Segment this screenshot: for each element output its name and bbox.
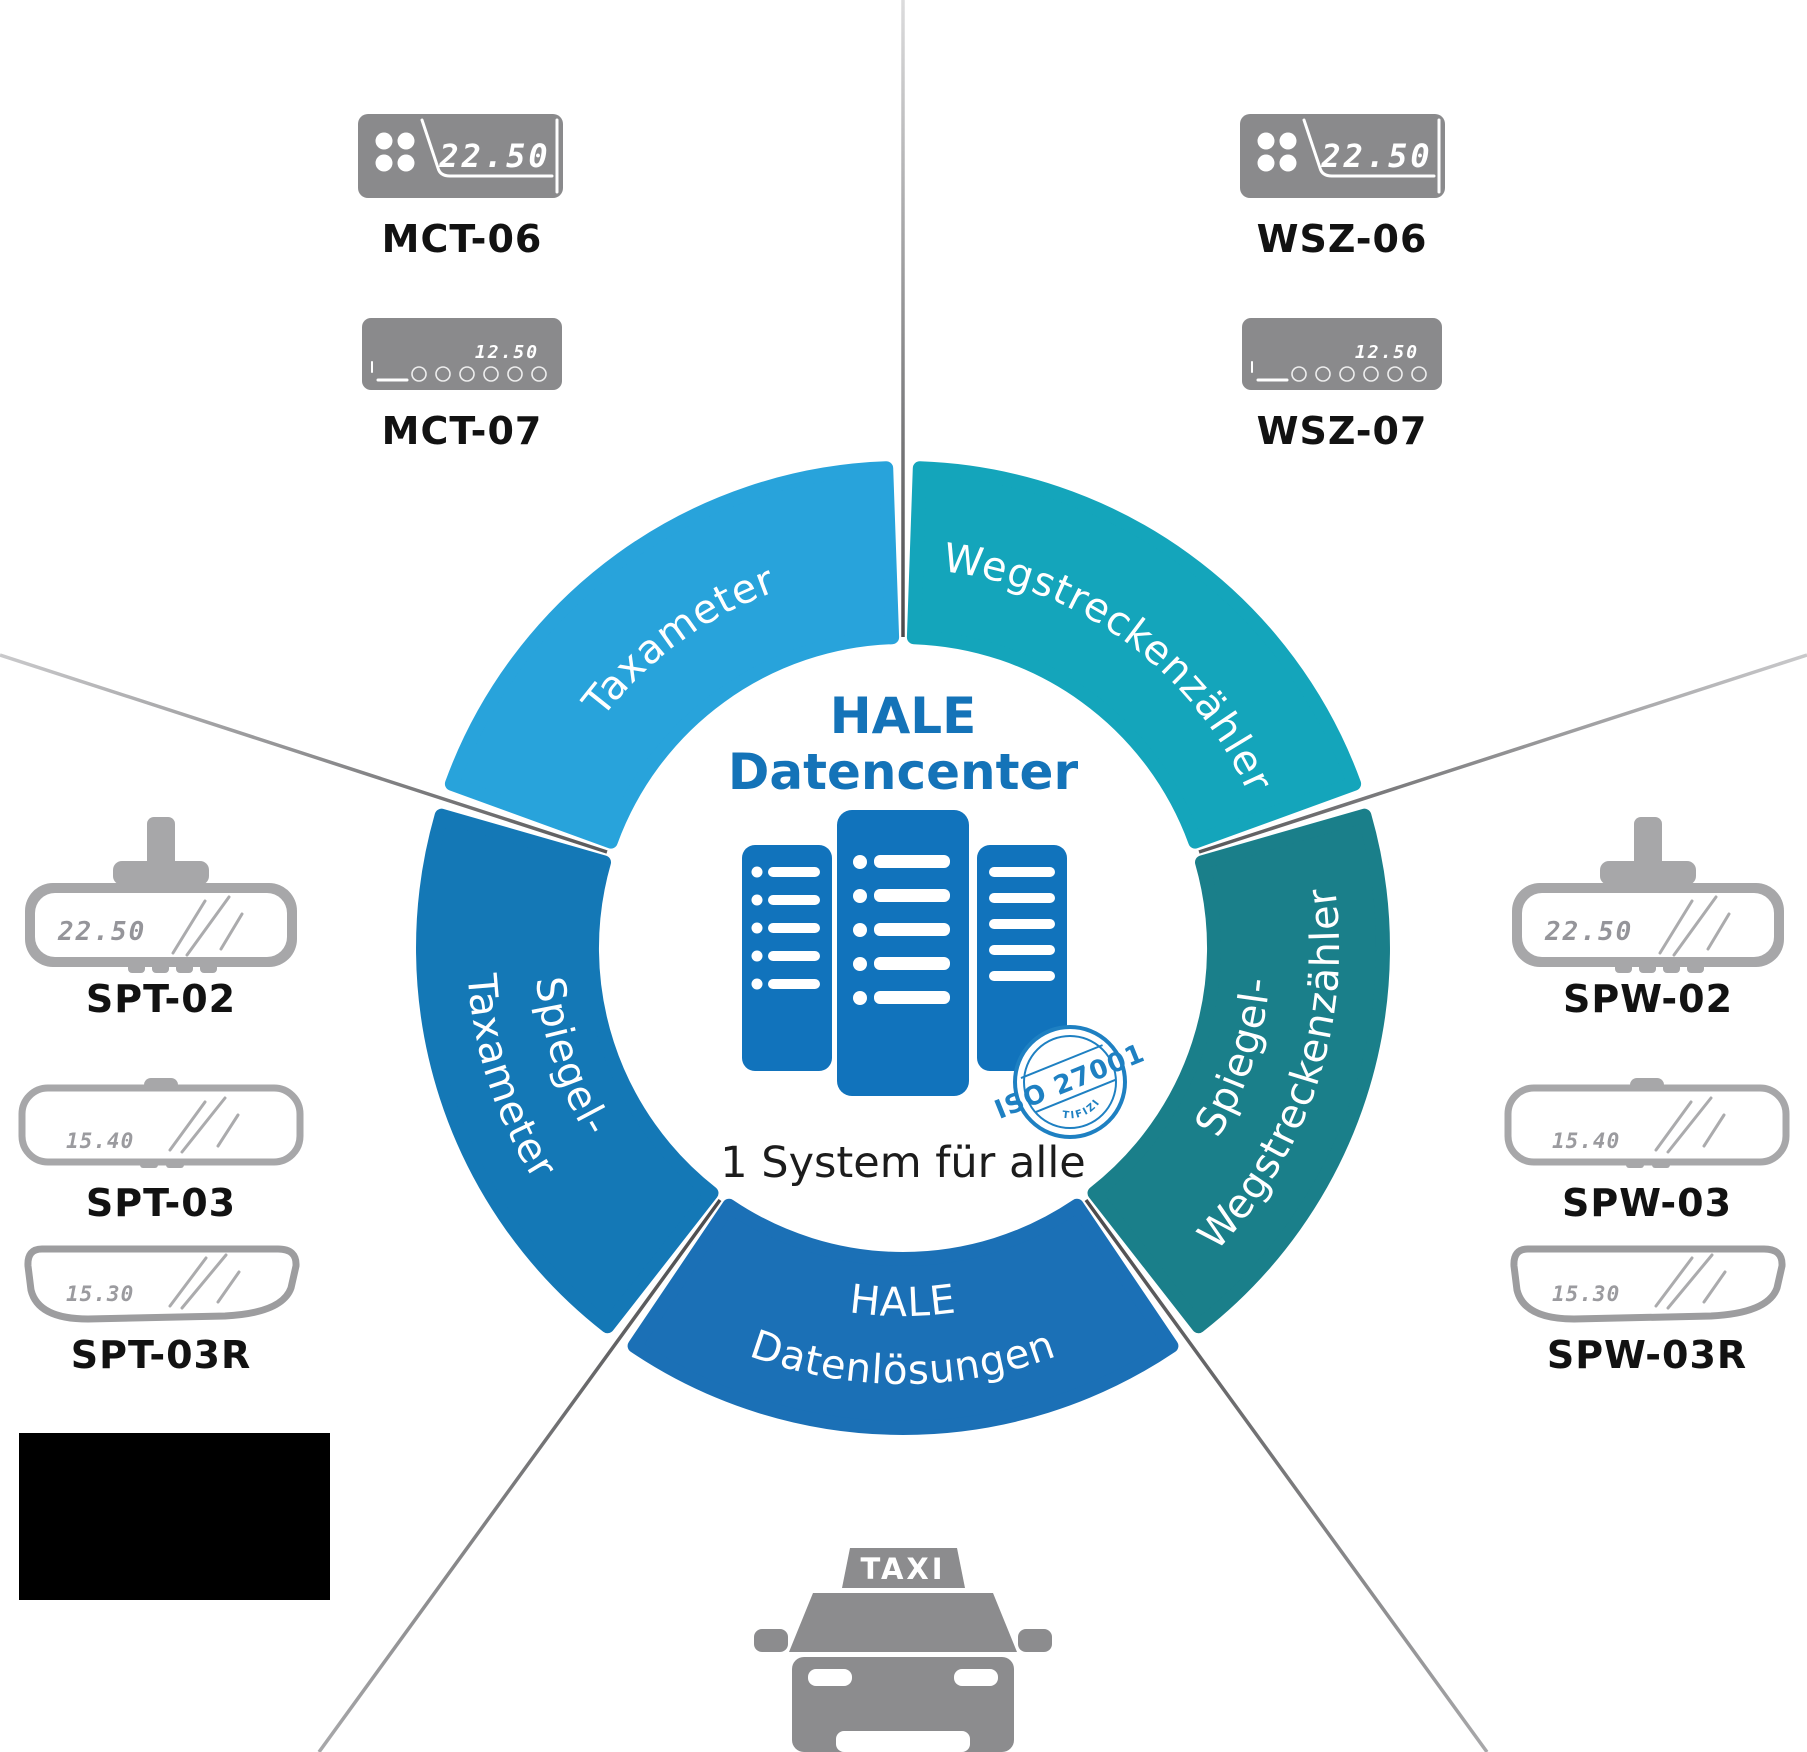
center-subtitle: 1 System für alle (720, 1138, 1085, 1188)
label-spw-03: SPW-03 (1562, 1181, 1732, 1225)
iso-certified-stamp-icon: ISO 27001 ZERTIFIZIERT (991, 1025, 1149, 1139)
label-mct-06: MCT-06 (382, 217, 543, 261)
label-spt-03: SPT-03 (86, 1181, 236, 1225)
label-wsz-07: WSZ-07 (1257, 409, 1428, 453)
server-racks-icon (742, 810, 1067, 1096)
device-spt-03r: 15.30 (28, 1249, 296, 1319)
center-title-line1: HALE (830, 687, 977, 745)
wsz-07-display: 12.50 (1355, 342, 1419, 363)
label-spw-02: SPW-02 (1563, 977, 1733, 1021)
device-spt-03: 15.40 (22, 1078, 300, 1168)
taxi-sign-label: TAXI (860, 1552, 945, 1586)
label-wsz-06: WSZ-06 (1257, 217, 1428, 261)
ring-segment-spiegel-taxameter (416, 808, 719, 1334)
ring-segment-spiegel-wegstreckenzaehler (1087, 808, 1390, 1334)
device-mct-07: 12.50 (360, 316, 564, 392)
ring-segment-taxameter (444, 461, 900, 849)
center-title-line2: Datencenter (728, 743, 1079, 801)
device-spt-02: 22.50 (23, 815, 299, 975)
label-spw-03r: SPW-03R (1547, 1333, 1747, 1377)
connector-line-lower-right (1084, 1198, 1489, 1752)
spw-03-display: 15.40 (1552, 1129, 1620, 1153)
device-spw-03: 15.40 (1508, 1078, 1786, 1168)
label-spt-03r: SPT-03R (71, 1333, 251, 1377)
spw-02-display: 22.50 (1544, 917, 1633, 947)
device-wsz-07: 12.50 (1240, 316, 1444, 392)
ring (416, 461, 1390, 1435)
wsz-06-display: 22.50 (1320, 137, 1432, 175)
spt-03-display: 15.40 (66, 1129, 134, 1153)
spw-03r-display: 15.30 (1552, 1282, 1620, 1306)
label-mct-07: MCT-07 (382, 409, 543, 453)
connector-line-upper-left (0, 653, 608, 854)
black-placeholder-box (19, 1433, 330, 1600)
device-spw-03r: 15.30 (1514, 1249, 1782, 1319)
ring-segment-hale-datenloesungen (627, 1198, 1179, 1435)
taxi-icon: TAXI (754, 1548, 1052, 1752)
center-content: HALE Datencenter (720, 687, 1149, 1188)
mct-07-display: 12.50 (475, 342, 539, 363)
device-mct-06: 22.50 (356, 112, 565, 200)
spt-02-display: 22.50 (57, 917, 146, 947)
connector-line-upper-right (1198, 653, 1807, 854)
mct-06-display: 22.50 (438, 137, 550, 175)
ring-label-hale-datenloesungen-1: HALE (848, 1276, 959, 1326)
spt-03r-display: 15.30 (66, 1282, 134, 1306)
ring-segment-wegstreckenzaehler (906, 461, 1362, 849)
device-wsz-06: 22.50 (1238, 112, 1447, 200)
connector-line-lower-left (317, 1198, 722, 1752)
device-spw-02: 22.50 (1510, 815, 1786, 975)
label-spt-02: SPT-02 (86, 977, 236, 1021)
